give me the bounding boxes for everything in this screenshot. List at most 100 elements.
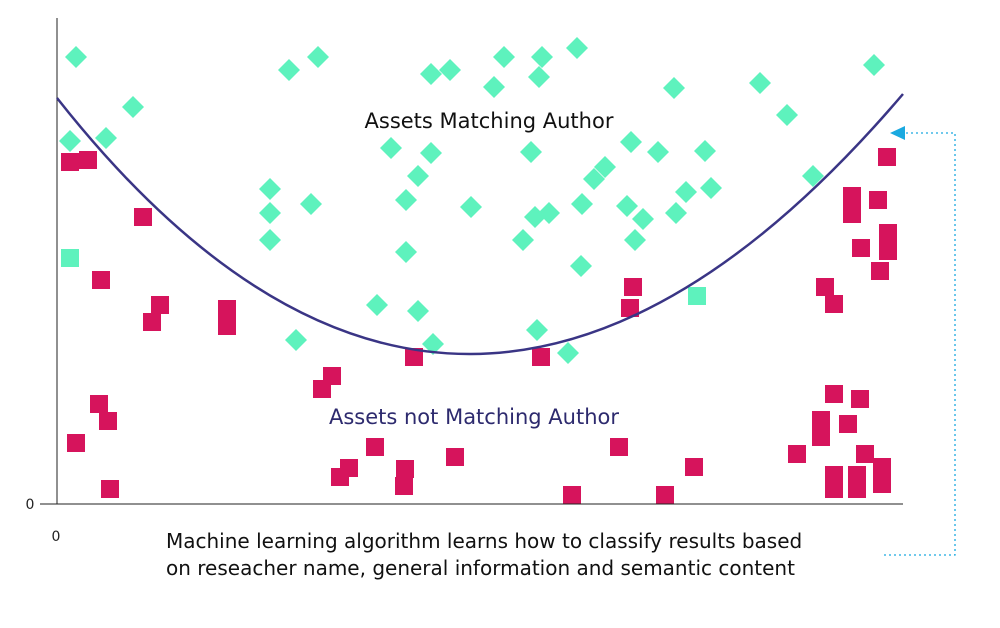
not-matching-asset-square [61,153,79,171]
matching-asset-diamond [512,229,534,251]
not-matching-asset-square [143,313,161,331]
not-matching-asset-square [843,187,861,205]
matching-asset-diamond [632,208,654,230]
matching-asset-diamond [65,46,87,68]
matching-asset-diamond [422,333,444,355]
matching-asset-diamond [802,165,824,187]
matching-asset-diamond [694,140,716,162]
not-matching-asset-square [843,205,861,223]
not-matching-asset-square [878,148,896,166]
x-origin-label: 0 [52,529,61,545]
matching-asset-diamond [647,141,669,163]
matching-asset-diamond [594,156,616,178]
not-matching-asset-square [869,191,887,209]
matching-asset-diamond [122,96,144,118]
matching-asset-diamond [571,193,593,215]
matching-asset-diamond [665,202,687,224]
matching-asset-diamond [95,127,117,149]
matching-asset-diamond [407,165,429,187]
matching-asset-diamond [620,131,642,153]
matching-asset-diamond [526,319,548,341]
not-matching-asset-square [218,300,236,318]
not-matching-asset-square [99,412,117,430]
not-matching-assets-group [61,148,897,504]
not-matching-asset-square [218,317,236,335]
matching-asset-diamond [863,54,885,76]
matching-asset-diamond [395,189,417,211]
matching-asset-diamond [675,181,697,203]
not-matching-asset-square [395,477,413,495]
matching-asset-diamond [259,229,281,251]
not-matching-asset-square [313,380,331,398]
matching-asset-diamond [700,177,722,199]
matching-asset-diamond [524,206,546,228]
not-matching-asset-square [446,448,464,466]
connector-arrow-icon [890,126,905,140]
not-matching-asset-square [624,278,642,296]
not-matching-asset-square [852,239,870,257]
y-origin-label: 0 [26,497,35,513]
not-matching-asset-square [879,242,897,260]
matching-asset-diamond [460,196,482,218]
caption-line-2: on reseacher name, general information a… [166,556,795,580]
matching-asset-diamond [583,168,605,190]
matching-asset-diamond [59,130,81,152]
matching-asset-diamond [776,104,798,126]
matching-asset-diamond [300,193,322,215]
not-matching-asset-square [134,208,152,226]
matching-asset-diamond [528,66,550,88]
not-matching-asset-square [90,395,108,413]
not-matching-asset-square [825,295,843,313]
not-matching-asset-square [812,411,830,429]
not-matching-asset-square [656,486,674,504]
not-matching-asset-square [610,438,628,456]
matching-region-label: Assets Matching Author [365,109,614,133]
not-matching-asset-square [685,458,703,476]
matching-assets-group [59,37,885,364]
decision-boundary-curve [56,93,904,356]
not-matching-asset-square [788,445,806,463]
matching-asset-diamond [616,195,638,217]
matching-asset-diamond [566,37,588,59]
matching-asset-diamond [380,137,402,159]
not-matching-asset-square [812,428,830,446]
not-matching-asset-square [856,445,874,463]
matching-asset-diamond [366,294,388,316]
not-matching-asset-square [873,475,891,493]
dotted-connector-line [884,132,956,556]
not-matching-asset-square [825,385,843,403]
not-matching-asset-square [396,460,414,478]
matching-asset-diamond [259,178,281,200]
matching-asset-diamond [278,59,300,81]
not-matching-region-label: Assets not Matching Author [329,405,619,429]
matching-asset-square [61,249,79,267]
matching-asset-diamond [395,241,417,263]
not-matching-asset-square [405,348,423,366]
matching-asset-diamond [520,141,542,163]
matching-asset-diamond [420,142,442,164]
matching-asset-diamond [531,46,553,68]
matching-asset-diamond [407,300,429,322]
caption-line-1: Machine learning algorithm learns how to… [166,529,803,553]
not-matching-asset-square [331,468,349,486]
matching-asset-diamond [307,46,329,68]
not-matching-asset-square [825,480,843,498]
caption: Machine learning algorithm learns how to… [166,528,926,582]
not-matching-asset-square [839,415,857,433]
not-matching-asset-square [532,348,550,366]
not-matching-asset-square [825,466,843,484]
not-matching-asset-square [816,278,834,296]
not-matching-asset-square [366,438,384,456]
not-matching-asset-square [101,480,119,498]
matching-asset-diamond [557,342,579,364]
matching-asset-diamond [259,202,281,224]
matching-asset-square [688,287,706,305]
not-matching-asset-square [79,151,97,169]
not-matching-asset-square [873,458,891,476]
matching-asset-diamond [624,229,646,251]
matching-asset-diamond [663,77,685,99]
matching-asset-diamond [570,255,592,277]
not-matching-asset-square [871,262,889,280]
matching-asset-diamond [285,329,307,351]
